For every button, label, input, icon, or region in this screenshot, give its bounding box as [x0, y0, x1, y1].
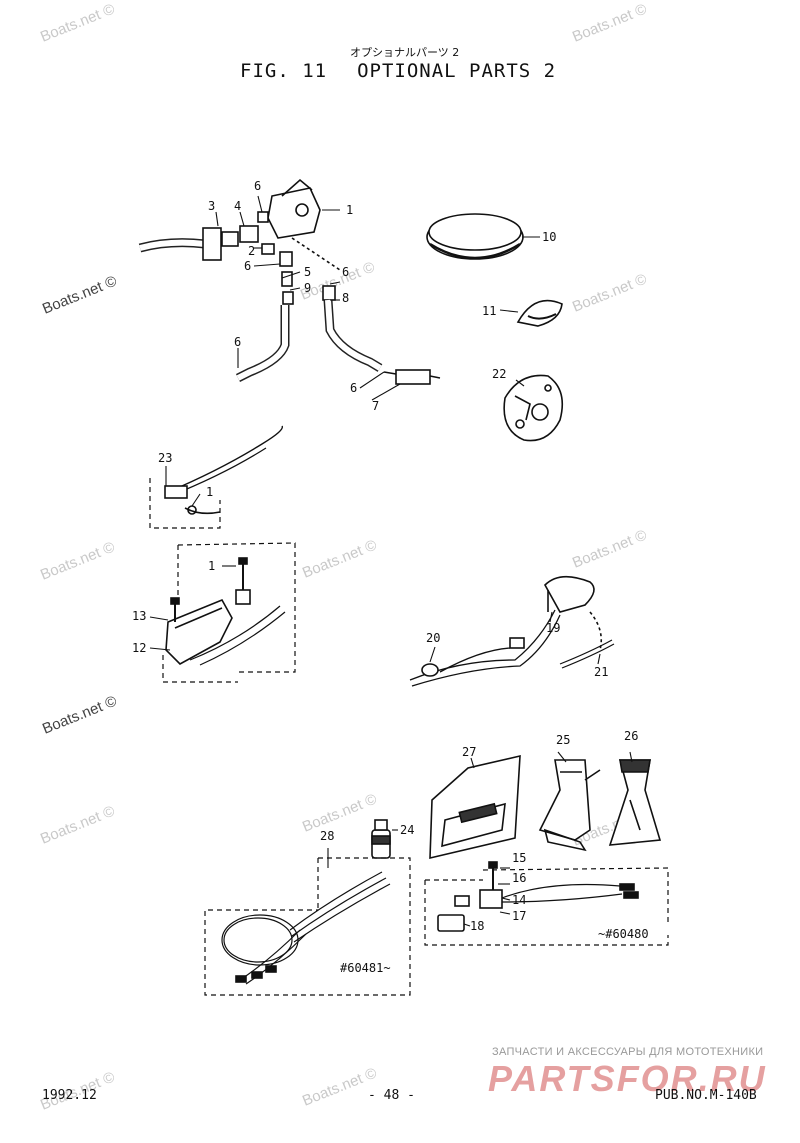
label-part-1: 1	[208, 559, 215, 573]
label-part-28: 28	[320, 829, 334, 843]
label-part-18: 18	[470, 919, 484, 933]
label-part-3: 3	[208, 199, 215, 213]
footer-date: 1992.12	[42, 1088, 97, 1103]
label-part-14: 14	[512, 893, 526, 907]
label-part-4: 4	[234, 199, 241, 213]
part-28-cable-kit	[204, 857, 411, 996]
label-part-1: 1	[346, 203, 353, 217]
publication-number: PUB.NO.M-140B	[655, 1088, 757, 1103]
label-part-23: 23	[158, 451, 172, 465]
shop-tagline: ЗАПЧАСТИ И АКСЕССУАРЫ ДЛЯ МОТОТЕХНИКИ	[492, 1046, 764, 1058]
label-part-11: 11	[482, 304, 496, 318]
part-27-cover	[429, 754, 521, 860]
page-number: - 48 -	[368, 1088, 415, 1103]
label-part-6: 6	[234, 335, 241, 349]
part-19-21-harness	[409, 575, 615, 687]
label-part-6: 6	[244, 259, 251, 273]
label-part-5: 5	[304, 265, 311, 279]
label-part-7: 7	[372, 399, 379, 413]
figure-number: FIG. 11	[240, 60, 328, 82]
part-14-18-switch-kit	[424, 861, 669, 946]
label-part-2: 2	[248, 244, 255, 258]
label-part-10: 10	[542, 230, 556, 244]
label-part-16: 16	[512, 871, 526, 885]
part-25-stand	[538, 759, 601, 852]
label-part-25: 25	[556, 733, 570, 747]
part-22-plate	[503, 374, 564, 442]
leader-lines	[149, 195, 633, 927]
label-part-27: 27	[462, 745, 476, 759]
label-part-6: 6	[254, 179, 261, 193]
label-part-8: 8	[342, 291, 349, 305]
label-part-26: 26	[624, 729, 638, 743]
label-part-13: 13	[132, 609, 146, 623]
part-26-stand	[608, 759, 662, 846]
part-24-bottle	[371, 819, 391, 859]
part-23-assembly	[149, 425, 284, 529]
label-part-9: 9	[304, 281, 311, 295]
label-part-22: 22	[492, 367, 506, 381]
label-part-15: 15	[512, 851, 526, 865]
part-12-switch-box	[162, 542, 296, 683]
label-part-12: 12	[132, 641, 146, 655]
label-part-6: 6	[350, 381, 357, 395]
serial-note-from: #60481~	[340, 961, 391, 975]
label-part-20: 20	[426, 631, 440, 645]
serial-note-to: ~#60480	[598, 927, 649, 941]
part-10-cover	[426, 213, 524, 260]
label-part-19: 19	[546, 621, 560, 635]
title-japanese: オプショナルパーツ 2	[350, 46, 460, 59]
shop-logo: PARTSFOR.RU	[488, 1058, 767, 1099]
label-part-24: 24	[400, 823, 414, 837]
part-11-cap	[516, 299, 563, 327]
primer-pump-assembly	[138, 178, 441, 385]
label-part-21: 21	[594, 665, 608, 679]
label-part-17: 17	[512, 909, 526, 923]
label-part-1: 1	[206, 485, 213, 499]
label-part-6: 6	[342, 265, 349, 279]
figure-name: OPTIONAL PARTS 2	[357, 60, 557, 82]
figure-title: FIG. 11 OPTIONAL PARTS 2	[240, 60, 556, 82]
